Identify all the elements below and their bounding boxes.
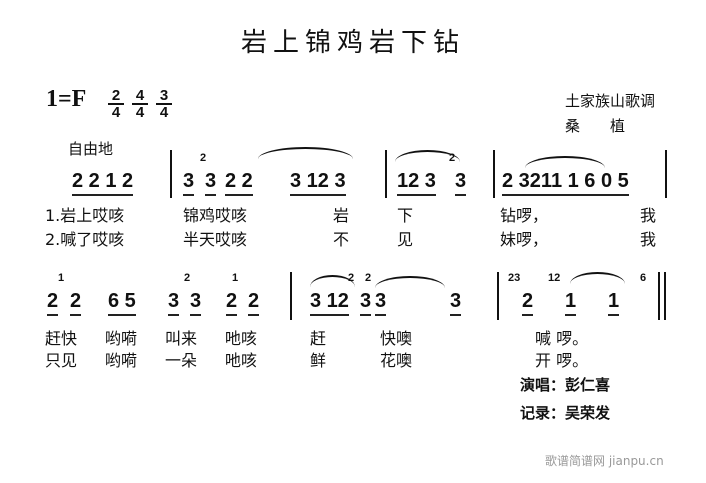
lyric-verse2: 不: [333, 230, 350, 249]
note-group: 2: [70, 290, 82, 316]
note-group: 3: [190, 290, 202, 316]
ts-num: 2: [108, 88, 124, 105]
grace-note: 2: [348, 272, 355, 284]
note-group: 2 3211 1 6 0 5: [502, 170, 629, 196]
bar-line: [497, 272, 499, 320]
lyric-verse2: 妹啰，: [500, 230, 549, 249]
lyric-verse2: 见: [397, 230, 414, 249]
ts-den: 4: [159, 104, 169, 121]
slur-mark: [375, 276, 445, 288]
note-group: 3: [360, 290, 372, 316]
note-group: 12 3: [397, 170, 436, 196]
note-group: 2 2: [225, 170, 253, 196]
note-group: 3: [205, 170, 217, 196]
bar-line: [385, 150, 387, 198]
lyric-verse2: 哟嗬: [105, 351, 138, 370]
note-group: 2: [248, 290, 260, 316]
lyric-verse1: 吔咳: [225, 329, 258, 348]
slur-mark: [395, 150, 460, 162]
song-title: 岩上锦鸡岩下钻: [240, 28, 465, 58]
lyric-verse1: 赶快: [45, 329, 78, 348]
note-group: 3: [375, 290, 387, 316]
lyric-verse1: 岩: [333, 206, 350, 225]
grace-note: 2: [184, 272, 191, 284]
region: 桑 植: [565, 117, 626, 135]
singer-credit: 演唱：彭仁喜: [520, 376, 611, 394]
ts-num: 4: [132, 88, 148, 105]
note-group: 3 12 3: [290, 170, 346, 196]
note-group: 3: [168, 290, 180, 316]
genre: 土家族山歌调: [565, 92, 656, 110]
grace-note: 2: [365, 272, 372, 284]
lyric-verse2: 开 啰。: [535, 351, 589, 370]
ts-den: 4: [135, 104, 145, 121]
lyric-verse1: 锦鸡哎咳: [183, 206, 248, 225]
ts-num: 3: [156, 88, 172, 105]
lyric-verse1: 赶: [310, 329, 327, 348]
lyric-verse1: 我: [640, 206, 657, 225]
ts-den: 4: [111, 104, 121, 121]
note-group: 3: [455, 170, 467, 196]
note-group: 3: [183, 170, 195, 196]
lyric-verse2: 只见: [45, 351, 78, 370]
lyric-verse1: 下: [397, 206, 414, 225]
note-group: 2: [47, 290, 59, 316]
bar-line: [290, 272, 292, 320]
grace-note: 6: [640, 272, 647, 284]
lyric-verse2: 我: [640, 230, 657, 249]
lyric-verse1: 钻啰，: [500, 206, 549, 225]
lyric-verse2: 鲜: [310, 351, 327, 370]
key-signature: 1=F: [46, 86, 87, 112]
slur-mark: [570, 272, 625, 284]
recorder-credit: 记录：吴荣发: [520, 404, 611, 422]
grace-note: 12: [548, 272, 561, 284]
slur-mark: [525, 156, 605, 168]
bar-line: [665, 150, 667, 198]
note-group: 2: [226, 290, 238, 316]
lyric-verse1: 喊 啰。: [535, 329, 589, 348]
slur-mark: [258, 147, 353, 159]
note-group: 3: [450, 290, 462, 316]
lyric-verse2: 一朵: [165, 351, 198, 370]
lyric-verse1: 快噢: [380, 329, 413, 348]
note-group: 3 12: [310, 290, 349, 316]
note-group: 2 2 1 2: [72, 170, 134, 196]
note-group: 1: [565, 290, 577, 316]
note-group: 2: [522, 290, 534, 316]
lyric-verse1: 哟嗬: [105, 329, 138, 348]
bar-line: [664, 272, 666, 320]
lyric-verse1: 叫来: [165, 329, 198, 348]
bar-line: [658, 272, 660, 320]
lyric-verse2: 吔咳: [225, 351, 258, 370]
grace-note: 1: [232, 272, 239, 284]
note-group: 6 5: [108, 290, 136, 316]
lyric-verse1: 1.岩上哎咳: [45, 206, 125, 225]
grace-note: 1: [58, 272, 65, 284]
slur-mark: [310, 275, 355, 287]
lyric-verse2: 半天哎咳: [183, 230, 248, 249]
grace-note: 2: [200, 152, 207, 164]
grace-note: 23: [508, 272, 521, 284]
lyric-verse2: 2.喊了哎咳: [45, 230, 125, 249]
bar-line: [493, 150, 495, 198]
lyric-verse2: 花噢: [380, 351, 413, 370]
watermark: 歌谱简谱网 jianpu.cn: [545, 454, 664, 468]
tempo-marking: 自由地: [68, 140, 114, 158]
bar-line: [170, 150, 172, 198]
note-group: 1: [608, 290, 620, 316]
